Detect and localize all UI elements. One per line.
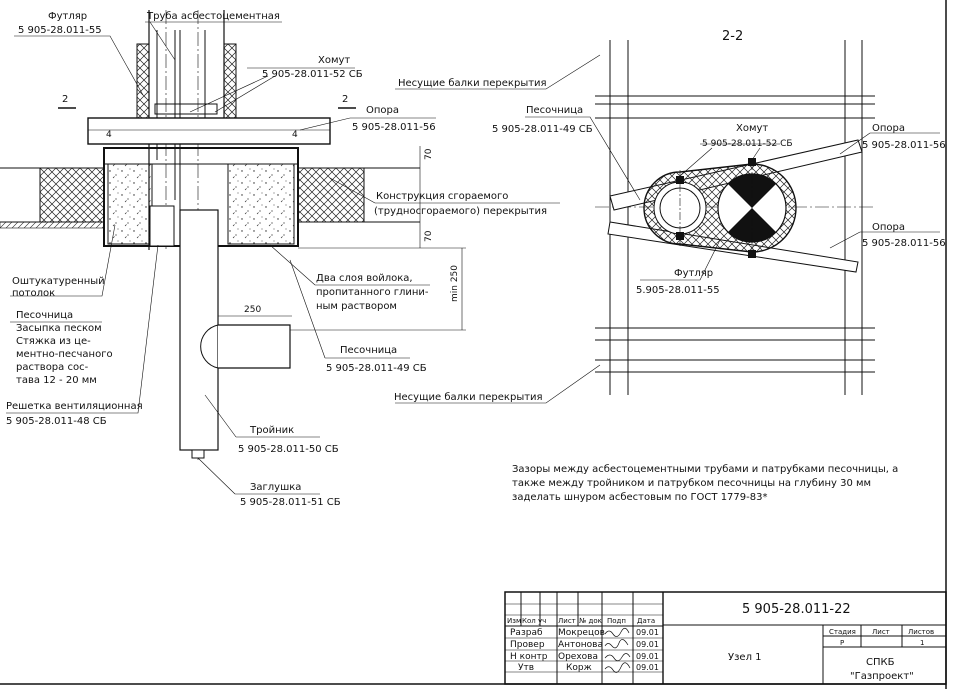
right-plan-view: 2-2 xyxy=(394,29,946,404)
pesochnica-mid-label: Песочница xyxy=(340,345,397,356)
title-block xyxy=(504,591,947,685)
troynik-label: Тройник xyxy=(249,425,294,436)
voylok-line2: пропитанного глини- xyxy=(316,287,429,298)
stamp-name: Мокрецов xyxy=(558,628,605,638)
beams-top-label: Несущие балки перекрытия xyxy=(398,78,547,89)
stamp-name: Корж xyxy=(566,663,592,673)
stamp-listov-label: Листов xyxy=(908,628,934,636)
zaglushka-code: 5 905-28.011-51 СБ xyxy=(240,497,341,508)
voylok-line1: Два слоя войлока, xyxy=(316,273,413,284)
pesochnica-right-label: Песочница xyxy=(526,105,583,116)
stamp-date: 09.01 xyxy=(636,628,659,637)
org-line1: СПКБ xyxy=(866,657,895,668)
note-line2: также между тройником и патрубком песочн… xyxy=(512,478,871,489)
stamp-head-izm: Изм xyxy=(507,617,521,625)
org-line2: "Газпроект" xyxy=(850,671,914,682)
stamp-role: Н контр xyxy=(510,652,548,662)
opora1-code: 5 905-28.011-56 xyxy=(862,140,946,151)
stamp-role: Провер xyxy=(510,640,545,650)
zaglushka-label: Заглушка xyxy=(250,482,301,493)
section-mark-left: 2 xyxy=(62,94,68,105)
note-line1: Зазоры между асбестоцементными трубами и… xyxy=(512,464,898,475)
stamp-head-podp: Подп xyxy=(607,617,626,625)
pesochnica-left-label: Песочница xyxy=(16,310,73,321)
stamp-role: Утв xyxy=(518,663,534,673)
potolok-line1: Оштукатуренный xyxy=(12,276,105,287)
dim-70-top: 70 xyxy=(424,148,434,160)
troynik-code: 5 905-28.011-50 СБ xyxy=(238,444,339,455)
left-section-view: 4 4 70 70 min 250 250 2 xyxy=(0,10,560,508)
pesochnica-left-line: раствора сос- xyxy=(16,362,89,373)
stamp-name: Орехова xyxy=(558,652,598,662)
stamp-role: Разраб xyxy=(510,628,543,638)
pesochnica-left-line: Засыпка песком xyxy=(16,323,102,334)
stamp-head-list: Лист xyxy=(558,617,576,625)
beam-mark-right: 4 xyxy=(292,130,298,140)
dim-250: 250 xyxy=(244,305,261,315)
konstr-line2: (трудносгораемого) перекрытия xyxy=(374,206,547,217)
reshetka-code: 5 905-28.011-48 СБ xyxy=(6,416,107,427)
stamp-date: 09.01 xyxy=(636,663,659,672)
homut-code: 5 905-28.011-52 СБ xyxy=(262,69,363,80)
futlyar-label: Футляр xyxy=(48,11,87,22)
pesochnica-left-line: тава 12 - 20 мм xyxy=(16,375,97,386)
stamp-head-data: Дата xyxy=(637,617,655,625)
homut-label: Хомут xyxy=(318,55,350,66)
stamp-head-ndok: № док xyxy=(579,617,602,625)
stamp-date: 09.01 xyxy=(636,652,659,661)
opora2-label: Опора xyxy=(872,222,905,233)
futlyar-code: 5 905-28.011-55 xyxy=(18,25,102,36)
potolok-line2: потолок xyxy=(12,288,55,299)
opora2-code: 5 905-28.011-56 xyxy=(862,238,946,249)
note-line3: заделать шнуром асбестовым по ГОСТ 1779-… xyxy=(512,492,767,503)
beams-bottom-label: Несущие балки перекрытия xyxy=(394,392,543,403)
futlyar-right-label: Футляр xyxy=(674,268,713,279)
beam-mark-left: 4 xyxy=(106,130,112,140)
dim-70-bottom: 70 xyxy=(424,230,434,242)
doc-code: 5 905-28.011-22 xyxy=(742,602,851,617)
pesochnica-right-code: 5 905-28.011-49 СБ xyxy=(492,124,593,135)
section-mark-right: 2 xyxy=(342,94,348,105)
pesochnica-mid-code: 5 905-28.011-49 СБ xyxy=(326,363,427,374)
reshetka-label: Решетка вентиляционная xyxy=(6,401,143,412)
stamp-head-kol: Кол уч xyxy=(522,617,546,625)
stamp-title: Узел 1 xyxy=(728,652,762,663)
stamp-list-label: Лист xyxy=(872,628,890,636)
truba-label: Труба асбестоцементная xyxy=(146,11,280,22)
stamp-stadiya-label: Стадия xyxy=(829,628,856,636)
stamp-listov: 1 xyxy=(920,639,924,647)
opora-code: 5 905-28.011-56 xyxy=(352,122,436,133)
pesochnica-left-line: Стяжка из це- xyxy=(16,336,91,347)
title-block-text: Изм Кол уч Лист № док Подп Дата Разраб М… xyxy=(507,602,934,682)
konstr-line1: Конструкция сгораемого xyxy=(376,191,508,202)
voylok-line3: ным раствором xyxy=(316,301,397,312)
homut-right-label: Хомут xyxy=(736,123,768,134)
signatures xyxy=(604,627,631,673)
stamp-date: 09.01 xyxy=(636,640,659,649)
futlyar-right-code: 5.905-28.011-55 xyxy=(636,285,720,296)
stamp-stadiya: Р xyxy=(840,639,844,647)
dim-min-250: min 250 xyxy=(450,265,460,302)
section-title: 2-2 xyxy=(722,29,743,44)
homut-right-code: 5 905-28.011-52 СБ xyxy=(702,139,793,149)
opora-label: Опора xyxy=(366,105,399,116)
opora1-label: Опора xyxy=(872,123,905,134)
pesochnica-left-line: ментно-песчаного xyxy=(16,349,113,360)
general-note: Зазоры между асбестоцементными трубами и… xyxy=(512,464,898,503)
stamp-name: Антонова xyxy=(558,640,603,650)
